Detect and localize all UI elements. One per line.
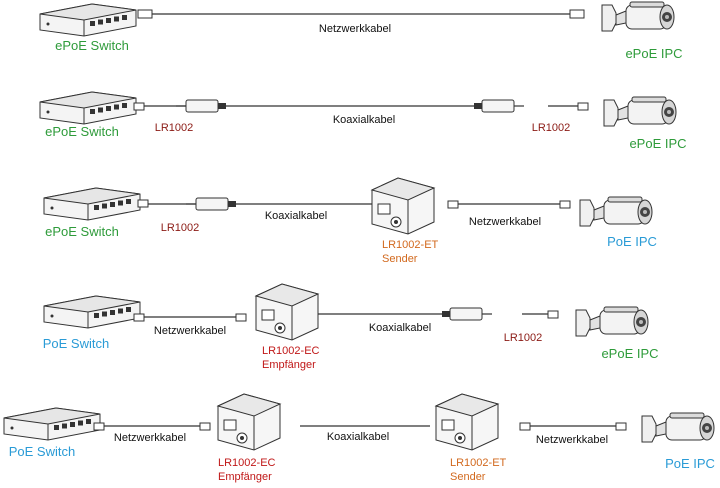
rj45-plug-icon [235,313,247,322]
cable-label: Netzwerkkabel [154,325,226,337]
lr1002-adapter-icon [473,99,525,113]
network-switch-icon [43,295,141,329]
converter-role: Empfänger [218,471,272,483]
lr1002-adapter-icon [175,99,227,113]
camera-label: ePoE IPC [625,46,682,61]
cable-label: Netzwerkkabel [319,23,391,35]
network-switch-icon [39,3,137,37]
row-4: PoE Switch Netzwerkkabel LR1002-EC Empfä… [43,283,659,371]
converter-model: LR1002-ET [450,457,507,469]
lr1002-et-sender-icon [435,393,499,451]
part-label-lr1002: LR1002 [155,122,194,134]
converter-role: Sender [382,253,418,265]
rj45-plug-icon [137,9,153,19]
converter-role: Empfänger [262,359,316,371]
rj45-plug-icon [519,422,531,431]
converter-model: LR1002-EC [262,345,320,357]
ip-camera-icon [641,412,715,443]
row-5: PoE Switch Netzwerkkabel LR1002-EC Empfä… [3,393,715,483]
network-switch-icon [3,407,101,441]
lr1002-ec-receiver-icon [255,283,319,341]
rj45-plug-icon [615,422,627,431]
switch-label: ePoE Switch [55,38,129,53]
switch-label: PoE Switch [9,444,75,459]
lr1002-adapter-icon [441,307,493,321]
camera-label: PoE IPC [607,234,657,249]
network-switch-icon [39,91,137,125]
rj45-plug-icon [547,310,559,319]
rj45-plug-icon [133,313,145,322]
camera-label: ePoE IPC [629,136,686,151]
switch-label: ePoE Switch [45,124,119,139]
rj45-plug-icon [133,102,145,111]
converter-model: LR1002-ET [382,239,439,251]
rj45-plug-icon [569,9,585,19]
rj45-plug-icon [199,422,211,431]
lr1002-et-sender-icon [371,177,435,235]
part-label-lr1002: LR1002 [161,222,200,234]
cable-label: Koaxialkabel [327,431,389,443]
rj45-plug-icon [137,199,149,208]
switch-label: ePoE Switch [45,224,119,239]
row-2: ePoE Switch LR1002 Koaxialkabel LR1002 e… [39,91,687,151]
cable-label: Koaxialkabel [333,114,395,126]
ip-camera-icon [575,306,649,337]
lr1002-adapter-icon [185,197,237,211]
rj45-plug-icon [93,422,105,431]
ip-camera-icon [601,1,675,32]
rj45-plug-icon [577,102,589,111]
cable-label: Netzwerkkabel [536,434,608,446]
ip-camera-icon [603,96,677,127]
cable-label: Koaxialkabel [369,322,431,334]
row-1: ePoE Switch Netzwerkkabel ePoE IPC [39,1,683,61]
row-3: ePoE Switch LR1002 Koaxialkabel LR1002-E… [43,177,657,265]
part-label-lr1002: LR1002 [504,332,543,344]
network-switch-icon [43,187,141,221]
cable-label: Netzwerkkabel [114,432,186,444]
switch-label: PoE Switch [43,336,109,351]
camera-label: ePoE IPC [601,346,658,361]
rj45-plug-icon [559,200,571,209]
ip-camera-icon [579,196,653,227]
cable-label: Koaxialkabel [265,210,327,222]
cable-label: Netzwerkkabel [469,216,541,228]
camera-label: PoE IPC [665,456,715,471]
converter-role: Sender [450,471,486,483]
converter-model: LR1002-EC [218,457,276,469]
rj45-plug-icon [447,200,459,209]
lr1002-ec-receiver-icon [217,393,281,451]
part-label-lr1002: LR1002 [532,122,571,134]
